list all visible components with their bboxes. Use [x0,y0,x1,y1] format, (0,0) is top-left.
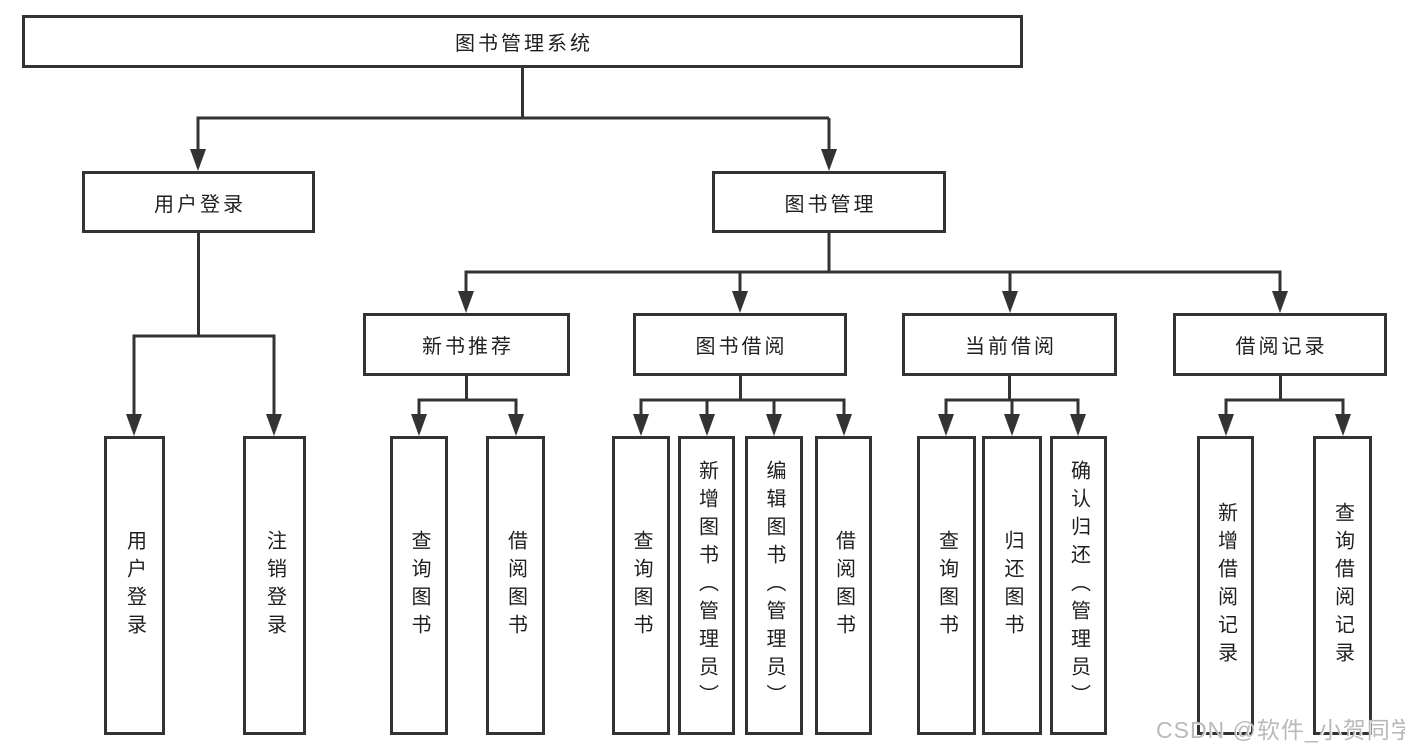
leaf-recommend-query-books: 查询图书 [390,436,448,735]
leaf-confirm-return-admin-label: 确认归还（管理员） [1067,459,1090,712]
leaf-return-book-label: 归还图书 [1001,529,1023,642]
leaf-recommend-borrow-books-label: 借阅图书 [504,529,527,642]
node-user-login-label: 用户登录 [154,193,246,216]
node-current-borrow-label: 当前借阅 [965,336,1057,358]
leaf-return-book: 归还图书 [982,436,1042,735]
node-current-borrow: 当前借阅 [902,313,1117,376]
leaf-user-login: 用户登录 [104,436,165,735]
node-user-login: 用户登录 [82,171,315,233]
leaf-current-query-books-label: 查询图书 [935,529,958,642]
node-root: 图书管理系统 [22,15,1023,68]
leaf-add-book-admin: 新增图书（管理员） [678,436,735,735]
leaf-add-borrow-record: 新增借阅记录 [1197,436,1254,735]
node-book-management-label: 图书管理 [784,193,877,216]
leaf-borrow-query-books: 查询图书 [612,436,670,735]
leaf-user-login-label: 用户登录 [123,529,146,642]
leaf-borrow-books: 借阅图书 [815,436,872,735]
node-book-borrow: 图书借阅 [633,313,847,376]
leaf-add-book-admin-label: 新增图书（管理员） [695,459,718,712]
leaf-recommend-borrow-books: 借阅图书 [486,436,545,735]
leaf-borrow-books-label: 借阅图书 [832,529,855,642]
leaf-edit-book-admin: 编辑图书（管理员） [745,436,803,735]
leaf-recommend-query-books-label: 查询图书 [408,529,430,642]
node-borrow-records-label: 借阅记录 [1235,336,1328,358]
leaf-current-query-books: 查询图书 [917,436,976,735]
leaf-logout-label: 注销登录 [263,529,286,642]
node-root-label: 图书管理系统 [455,33,593,55]
node-new-book-recommend-label: 新书推荐 [422,336,514,358]
arrowheads [126,149,1351,436]
node-borrow-records: 借阅记录 [1173,313,1387,376]
leaf-add-borrow-record-label: 新增借阅记录 [1214,501,1237,670]
leaf-query-borrow-record-label: 查询借阅记录 [1331,501,1354,670]
watermark: CSDN @软件_小贺同学 [1156,717,1405,743]
leaf-confirm-return-admin: 确认归还（管理员） [1050,436,1107,735]
leaf-edit-book-admin-label: 编辑图书（管理员） [763,459,785,712]
leaf-logout: 注销登录 [243,436,306,735]
tree-edges [132,67,1345,417]
leaf-query-borrow-record: 查询借阅记录 [1313,436,1372,735]
node-book-borrow-label: 图书借阅 [695,336,788,358]
leaf-borrow-query-books-label: 查询图书 [630,529,652,642]
node-new-book-recommend: 新书推荐 [363,313,570,376]
node-book-management: 图书管理 [712,171,946,233]
